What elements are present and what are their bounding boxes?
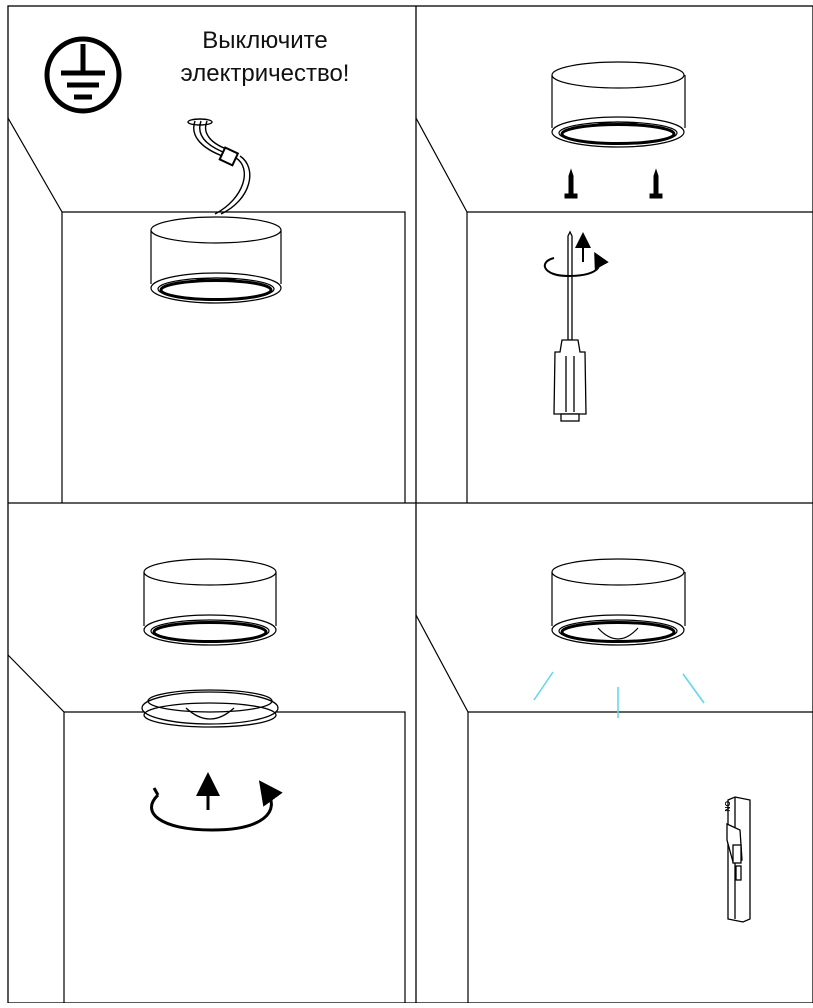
panel-frame — [8, 6, 813, 1003]
rotate-arrow-icon — [152, 784, 272, 830]
screwdriver-icon — [554, 232, 586, 421]
screw-icon — [650, 170, 662, 198]
spotlight-icon — [144, 559, 276, 645]
room-lines — [8, 118, 813, 1003]
spotlight-icon — [552, 62, 685, 147]
lens-ring-icon — [142, 690, 278, 727]
wall-switch-icon — [727, 797, 750, 922]
screw-icon — [565, 170, 577, 198]
ceiling-wire-icon — [188, 119, 250, 214]
ground-symbol-icon — [47, 39, 119, 111]
spotlight-icon — [552, 559, 685, 645]
switch-on-label: ON — [723, 801, 730, 812]
light-ray-icon — [534, 672, 704, 718]
spotlight-icon — [151, 217, 281, 303]
warning-text: Выключите электричество! — [150, 24, 380, 90]
